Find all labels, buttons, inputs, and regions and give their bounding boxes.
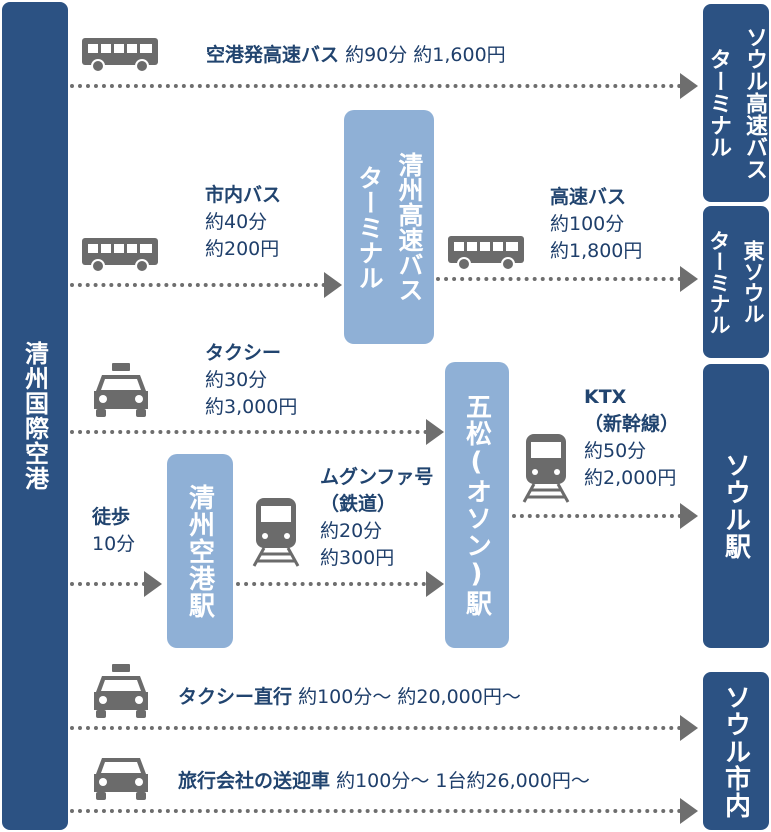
label-express-bus-fare: 約1,800円 [550,240,643,262]
route-line-city-bus [70,283,326,287]
hub-cheongju-express-terminal: 清州高速バス ターミナル [344,110,434,344]
dest-seoul-express-terminal-line1: ソウル高速バス [742,26,767,180]
arrow-express-bus [680,266,698,292]
label-taxi-direct-name: タクシー直行 [178,686,293,708]
car-icon [94,758,148,800]
train-icon [522,434,570,503]
arrow-taxi-direct [680,715,698,741]
label-express-bus-time: 約100分 [550,213,625,235]
origin-airport-box: 清州国際空港 [2,2,68,830]
dest-seoul-express-terminal: ソウル高速バス ターミナル [703,4,769,202]
hub-osong-station: 五松(オソン)駅 [445,362,509,648]
label-ktx-time: 約50分 [584,440,647,462]
label-walk: 徒歩 10分 [92,504,135,558]
arrow-walk [144,571,162,597]
label-ktx-fare: 約2,000円 [584,467,677,489]
label-tour-car: 旅行会社の送迎車 約100分～ 1台約26,000円～ [178,768,590,795]
dest-seoul-express-terminal-line2: ターミナル [706,48,731,158]
dest-east-seoul-terminal-line2: ターミナル [707,229,731,335]
label-airport-bus-name: 空港発高速バス [206,44,340,66]
arrow-taxi [426,419,444,445]
label-ktx-name: KTX [584,386,627,408]
route-line-mugunghwa [236,582,426,586]
dest-east-seoul-terminal-line1: 東ソウル [741,240,765,324]
arrow-city-bus [324,272,342,298]
bus-icon [82,38,158,73]
bus-icon [82,238,158,273]
bus-icon [448,236,524,271]
label-express-bus-name: 高速バス [550,186,627,208]
label-airport-bus: 空港発高速バス 約90分 約1,600円 [206,42,506,69]
label-taxi-name: タクシー [205,342,282,364]
label-city-bus-fare: 約200円 [205,238,280,260]
label-taxi-direct-detail: 約100分～ 約20,000円～ [298,686,521,708]
arrow-ktx [680,503,698,529]
hub-airport-station: 清州空港駅 [167,454,233,648]
label-express-bus: 高速バス 約100分 約1,800円 [550,184,642,265]
route-line-walk [70,582,146,586]
hub-cheongju-terminal-line1: 清州高速バス [395,152,424,302]
taxi-icon [94,664,148,718]
label-walk-name: 徒歩 [92,506,131,528]
label-city-bus-name: 市内バス [205,184,282,206]
arrow-tour-car [680,798,698,824]
label-tour-car-name: 旅行会社の送迎車 [178,770,331,792]
route-line-taxi-direct [70,726,682,730]
label-mugunghwa-time: 約20分 [320,520,383,542]
route-line-tour-car [70,809,682,813]
label-city-bus-time: 約40分 [205,211,268,233]
label-mugunghwa-fare: 約300円 [320,547,395,569]
label-ktx: KTX （新幹線） 約50分 約2,000円 [584,384,679,492]
label-ktx-sub: （新幹線） [584,413,680,435]
train-icon [252,498,300,567]
arrow-airport-bus [680,73,698,99]
dest-seoul-station: ソウル駅 [703,364,769,648]
taxi-icon [94,363,148,417]
dest-east-seoul-terminal: 東ソウル ターミナル [703,206,769,358]
label-walk-time: 10分 [92,533,136,555]
label-taxi-direct: タクシー直行 約100分～ 約20,000円～ [178,684,521,711]
route-line-ktx [512,514,682,518]
arrow-mugunghwa [426,571,444,597]
label-taxi-time: 約30分 [205,369,268,391]
route-line-airport-bus [70,84,682,88]
hub-cheongju-terminal-line2: ターミナル [355,164,384,290]
label-tour-car-detail: 約100分～ 1台約26,000円～ [336,770,590,792]
label-taxi-fare: 約3,000円 [205,396,298,418]
label-mugunghwa-sub: （鉄道） [320,493,397,515]
route-line-express-bus [436,277,682,281]
label-mugunghwa: ムグンファ号 （鉄道） 約20分 約300円 [320,464,433,572]
route-line-taxi [70,430,428,434]
label-city-bus: 市内バス 約40分 約200円 [205,182,281,263]
label-airport-bus-detail: 約90分 約1,600円 [345,44,506,66]
label-taxi: タクシー 約30分 約3,000円 [205,340,297,421]
dest-seoul-city: ソウル市内 [703,672,769,830]
label-mugunghwa-name: ムグンファ号 [320,466,434,488]
